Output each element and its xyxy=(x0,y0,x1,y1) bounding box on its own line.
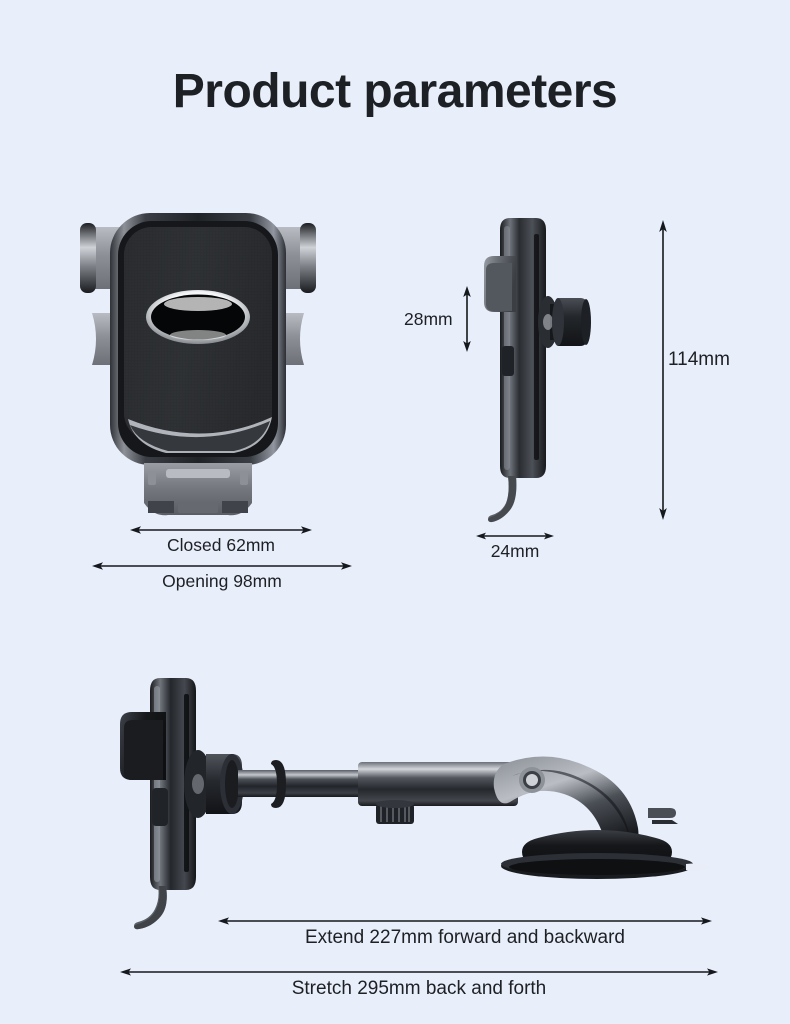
arm-adjust-knob xyxy=(376,800,414,824)
elbow-joint xyxy=(493,756,678,853)
extended-cradle xyxy=(120,678,196,930)
dimension-label-opening: Opening 98mm xyxy=(162,571,282,591)
dimension-arrow-height xyxy=(657,220,669,520)
front-support-foot xyxy=(144,463,252,516)
dimension-arrow-opening xyxy=(92,560,352,572)
dimension-arrow-closed xyxy=(130,524,312,536)
dimension-arrow-extend xyxy=(218,915,712,927)
page-title: Product parameters xyxy=(172,65,618,118)
side-view xyxy=(480,218,620,530)
dimension-label-extend: Extend 227mm forward and backward xyxy=(305,927,625,948)
dimension-label-thickness: 24mm xyxy=(490,541,540,561)
extended-view xyxy=(108,668,710,930)
ball-joint-knob xyxy=(538,296,591,348)
dimension-label-closed: Closed 62mm xyxy=(167,535,275,555)
dimension-arrow-depth xyxy=(461,286,473,352)
dimension-label-stretch: Stretch 295mm back and forth xyxy=(291,978,547,999)
suction-cup-base xyxy=(501,830,710,879)
front-view xyxy=(78,205,318,525)
dimension-label-height: 114mm xyxy=(668,349,730,370)
brand-emblem xyxy=(146,290,250,344)
dimension-arrow-stretch xyxy=(120,966,718,978)
dimension-arrow-thickness xyxy=(476,530,554,542)
ball-joint-hub xyxy=(184,750,244,818)
dimension-label-depth: 28mm xyxy=(404,309,453,329)
